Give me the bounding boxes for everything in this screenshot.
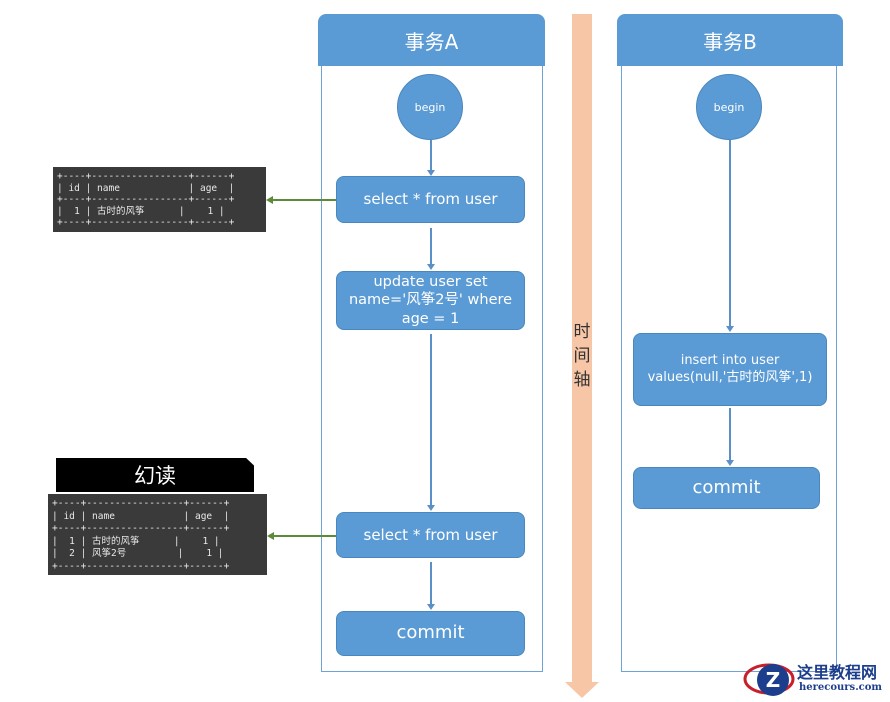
arrow-head-icon bbox=[726, 460, 734, 466]
arrow-left-icon bbox=[267, 532, 274, 540]
result-table-1: +----+-----------------+------+ | id | n… bbox=[53, 167, 266, 232]
logo-z-icon: Z bbox=[743, 663, 795, 696]
watermark-name: 这里教程网 bbox=[797, 663, 878, 682]
connector bbox=[430, 228, 432, 266]
transaction-b-title: 事务B bbox=[617, 14, 843, 66]
connector bbox=[430, 334, 432, 507]
transaction-a-step-select-1: select * from user bbox=[336, 176, 525, 223]
arrow-head-icon bbox=[427, 264, 435, 270]
svg-text:Z: Z bbox=[766, 668, 781, 692]
timeline-arrow-icon bbox=[565, 682, 599, 698]
timeline-bar bbox=[572, 14, 592, 682]
arrow-head-icon bbox=[726, 326, 734, 332]
watermark-logo: Z 这里教程网 herecours.com bbox=[742, 655, 890, 702]
transaction-a-title: 事务A bbox=[318, 14, 545, 66]
phantom-read-label: 幻读 bbox=[56, 458, 254, 492]
result-arrow-1 bbox=[272, 199, 336, 201]
arrow-head-icon bbox=[427, 505, 435, 511]
connector bbox=[729, 140, 731, 328]
arrow-head-icon bbox=[427, 170, 435, 176]
arrow-head-icon bbox=[427, 604, 435, 610]
transaction-b-step-insert: insert into user values(null,'古时的风筝',1) bbox=[633, 333, 827, 406]
transaction-a-step-select-2: select * from user bbox=[336, 512, 525, 558]
connector bbox=[729, 408, 731, 462]
timeline-label: 时间轴 bbox=[573, 322, 591, 390]
connector bbox=[430, 562, 432, 606]
watermark-url: herecours.com bbox=[799, 682, 883, 693]
result-table-2: +----+-----------------+------+ | id | n… bbox=[48, 494, 267, 575]
transaction-b-begin: begin bbox=[696, 74, 762, 140]
arrow-left-icon bbox=[266, 196, 273, 204]
transaction-a-lane bbox=[321, 45, 543, 672]
transaction-a-begin: begin bbox=[397, 74, 463, 140]
transaction-a-step-update: update user set name='风筝2号' where age = … bbox=[336, 271, 525, 330]
connector bbox=[430, 140, 432, 172]
result-arrow-2 bbox=[273, 535, 336, 537]
transaction-a-commit: commit bbox=[336, 611, 525, 656]
transaction-b-commit: commit bbox=[633, 467, 820, 509]
